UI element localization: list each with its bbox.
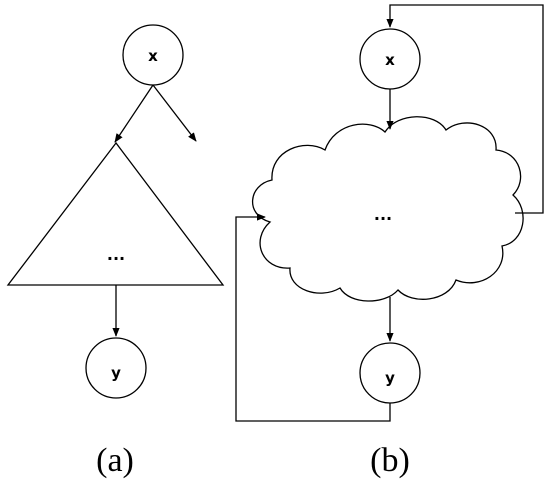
diagram-b-network-cloud: ... xyxy=(251,116,524,302)
diagram-b-input-node: x xyxy=(359,28,421,90)
diagram-b-input-label: x xyxy=(385,51,395,69)
diagram-b-output-label: y xyxy=(385,369,395,387)
diagram-a-arrow-outward xyxy=(152,84,197,142)
diagram-a-output-label: y xyxy=(111,364,121,382)
diagram-b-feedback-loop-top xyxy=(386,4,544,214)
diagram-a-input-node: x xyxy=(122,24,184,86)
diagram-b: x ... y (b) xyxy=(235,4,544,479)
diagram-a: x ... y (a) xyxy=(6,24,225,479)
diagram-b-caption: (b) xyxy=(370,442,410,479)
diagram-a-caption: (a) xyxy=(96,442,134,479)
diagram-a-network-ellipsis: ... xyxy=(107,245,125,264)
diagram-a-arrow-to-network xyxy=(114,84,154,143)
diagram-a-input-label: x xyxy=(148,47,158,65)
diagram-a-output-node: y xyxy=(85,337,147,399)
diagram-b-output-node: y xyxy=(359,342,421,404)
diagram-a-network-triangle: ... xyxy=(6,141,225,286)
diagram-b-feedback-loop-bottom xyxy=(235,213,391,422)
diagram-b-network-ellipsis: ... xyxy=(374,205,392,224)
